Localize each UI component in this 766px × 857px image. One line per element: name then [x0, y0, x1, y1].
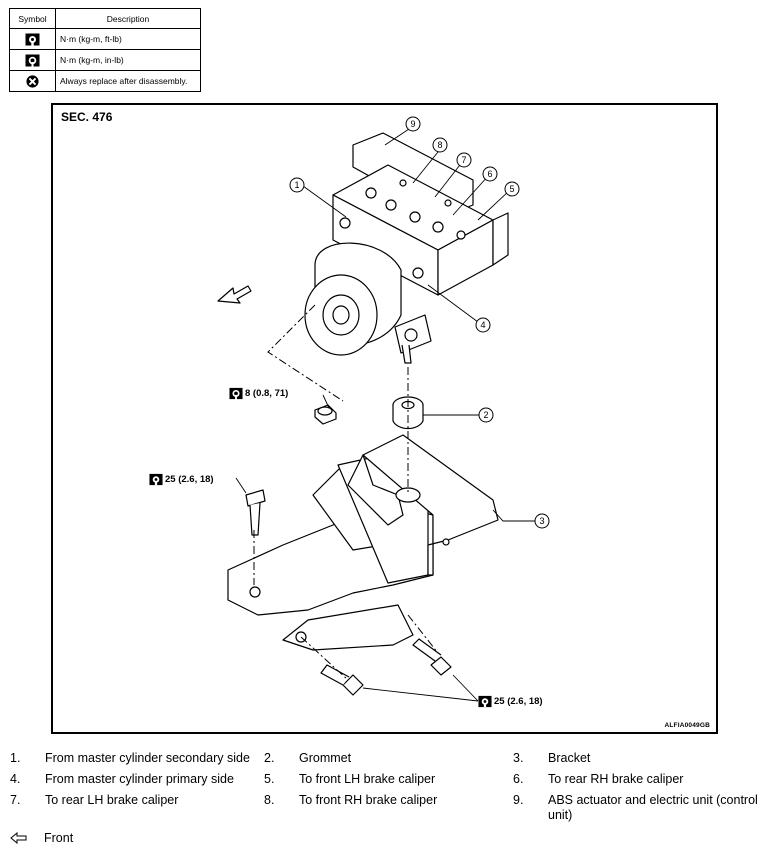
front-arrow-icon: [10, 832, 27, 844]
svg-text:6: 6: [487, 169, 492, 179]
figure-id: ALFIA0049GB: [664, 722, 710, 729]
torque-label-lower-bolts: 25 (2.6, 18): [478, 695, 543, 708]
symbol-cell: [9, 28, 56, 50]
symbol-cell: [9, 49, 56, 71]
legend-item: 3.Bracket: [513, 751, 591, 765]
callout-8: 8: [432, 137, 448, 153]
legend-item: 4.From master cylinder primary side: [10, 772, 234, 786]
always-replace-icon: [26, 74, 39, 88]
torque-wrench-icon: [149, 473, 163, 486]
svg-text:5: 5: [509, 184, 514, 194]
description-cell: Always replace after disassembly.: [55, 70, 201, 92]
torque-label-upper-bolt: 25 (2.6, 18): [149, 473, 214, 486]
bracket-bolt-upper: [245, 489, 266, 536]
callout-3: 3: [534, 513, 550, 529]
bracket: [227, 434, 499, 651]
front-label: Front: [44, 831, 74, 845]
svg-text:4: 4: [480, 320, 485, 330]
bracket-bolt-lower-left: [320, 664, 364, 696]
legend-item: 8.To front RH brake caliper: [264, 793, 438, 807]
legend-item: 5.To front LH brake caliper: [264, 772, 436, 786]
callout-2: 2: [478, 407, 494, 423]
svg-text:2: 2: [483, 410, 488, 420]
exploded-view-drawing: 1 2 3 4 5 6 7 8 9: [217, 116, 550, 702]
svg-text:3: 3: [539, 516, 544, 526]
description-cell: N·m (kg-m, in-lb): [55, 49, 201, 71]
symbol-row: N·m (kg-m, in-lb): [9, 49, 201, 71]
mounting-nut: [314, 404, 337, 425]
description-cell: N·m (kg-m, ft-lb): [55, 28, 201, 50]
abs-actuator-unit: [304, 132, 509, 364]
legend-item: 9.ABS actuator and electric unit (contro…: [513, 793, 758, 822]
torque-wrench-icon: [478, 695, 492, 708]
section-label: SEC. 476: [61, 110, 113, 124]
torque-wrench-small-icon: [229, 387, 243, 400]
callout-9: 9: [405, 116, 421, 132]
legend-item: 6.To rear RH brake caliper: [513, 772, 684, 786]
symbol-table-header: Symbol Description: [9, 8, 201, 29]
legend-item: 1.From master cylinder secondary side: [10, 751, 250, 765]
svg-text:9: 9: [410, 119, 415, 129]
callout-7: 7: [456, 152, 472, 168]
symbol-row: N·m (kg-m, ft-lb): [9, 28, 201, 50]
callout-5: 5: [504, 181, 520, 197]
torque-value: 25 (2.6, 18): [165, 474, 214, 485]
legend-item: 7.To rear LH brake caliper: [10, 793, 179, 807]
bracket-bolt-lower-right: [412, 638, 452, 676]
legend-item: 2.Grommet: [264, 751, 352, 765]
symbol-header: Symbol: [9, 8, 56, 29]
torque-label-nut: 8 (0.8, 71): [229, 387, 288, 400]
svg-text:1: 1: [294, 180, 299, 190]
callout-4: 4: [475, 317, 491, 333]
symbol-table: Symbol Description N·m (kg-m, ft-lb) N·m…: [9, 8, 201, 92]
torque-wrench-small-icon: [25, 54, 40, 67]
svg-text:8: 8: [437, 140, 442, 150]
callout-numbers: 1 2 3 4 5 6 7 8 9: [289, 116, 550, 529]
torque-value: 8 (0.8, 71): [245, 388, 289, 399]
callout-1: 1: [289, 177, 305, 193]
svg-text:7: 7: [461, 155, 466, 165]
front-arrow-icon: [217, 285, 252, 304]
callout-6: 6: [482, 166, 498, 182]
abs-actuator-diagram: SEC. 476: [51, 103, 718, 734]
torque-value: 25 (2.6, 18): [494, 696, 543, 707]
torque-wrench-icon: [25, 33, 40, 45]
front-legend: Front: [10, 831, 73, 845]
symbol-cell: [9, 70, 56, 92]
symbol-row: Always replace after disassembly.: [9, 70, 201, 92]
description-header: Description: [55, 8, 201, 29]
